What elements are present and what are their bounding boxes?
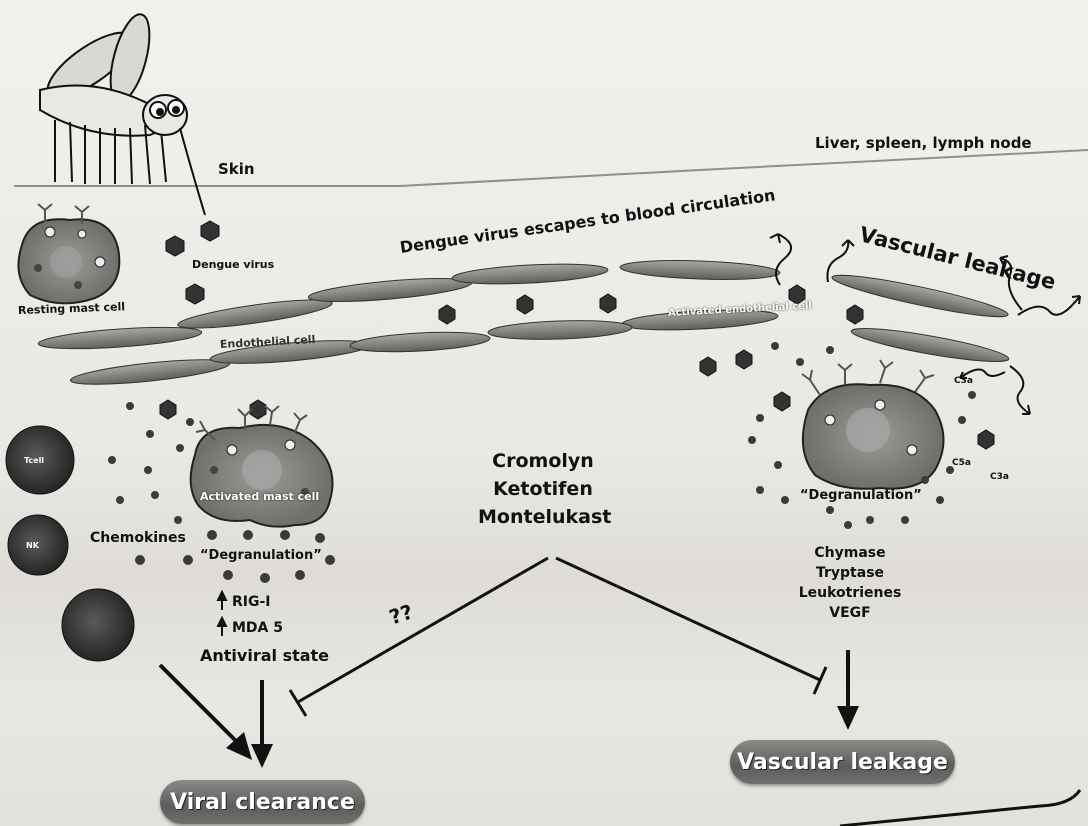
chemokines-label: Chemokines (90, 530, 186, 546)
mediator-chymase: Chymase (790, 545, 910, 561)
mediator-leukotrienes: Leukotrienes (790, 585, 910, 601)
mediator-vegf: VEGF (790, 605, 910, 621)
upregulation-arrows (218, 592, 226, 636)
skin-line (14, 150, 1088, 186)
degranulation-right-label: “Degranulation” (800, 488, 922, 503)
mediator-list: Chymase Tryptase Leukotrienes VEGF (790, 545, 910, 621)
rig1-label: RIG-I (232, 594, 271, 610)
viral-clearance-outcome: Viral clearance (160, 780, 365, 824)
mediator-tryptase: Tryptase (790, 565, 910, 581)
inhibition-lines (290, 558, 826, 716)
corner-stroke (840, 790, 1080, 826)
endothelial-cells-lower (69, 318, 1010, 389)
pathway-arrows (160, 650, 848, 750)
c3a-2-label: C3a (990, 472, 1009, 482)
nk-label: NK (26, 541, 39, 550)
dengue-virus-label: Dengue virus (192, 258, 274, 271)
activated-mast-cell-left (191, 406, 333, 527)
tcell-label: Tcell (24, 456, 44, 465)
drug-list: Cromolyn Ketotifen Montelukast (478, 450, 608, 528)
skin-label: Skin (218, 160, 255, 178)
activated-mast-cell-right (802, 360, 944, 489)
c5a-label: C5a (952, 458, 971, 468)
drug-cromolyn: Cromolyn (478, 450, 608, 472)
activated-mast-cell-label: Activated mast cell (200, 490, 319, 503)
vascular-leakage-outcome: Vascular leakage (730, 740, 955, 784)
mosquito-icon (39, 10, 205, 215)
resting-mast-cell (18, 204, 119, 303)
degranulation-left-label: “Degranulation” (200, 548, 322, 563)
mda5-label: MDA 5 (232, 620, 283, 636)
antiviral-state-label: Antiviral state (200, 646, 329, 665)
c3a-label: C3a (954, 376, 973, 386)
drug-montelukast: Montelukast (478, 506, 608, 528)
organs-label: Liver, spleen, lymph node (815, 134, 1032, 152)
drug-ketotifen: Ketotifen (478, 478, 608, 500)
